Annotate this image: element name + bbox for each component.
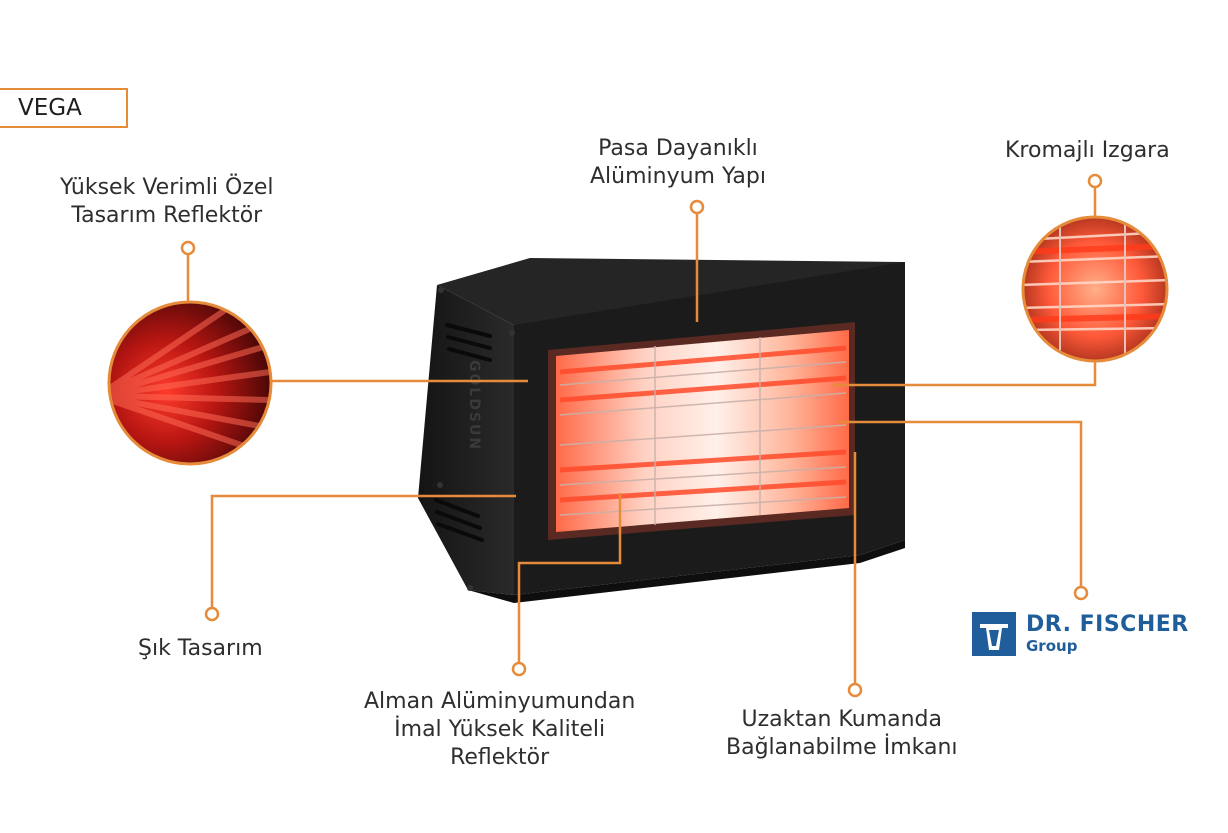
reflector-zoom-circle [107, 300, 273, 466]
model-name: VEGA [18, 95, 82, 121]
callout-dot-german [511, 661, 527, 677]
side-vents [434, 323, 492, 542]
callout-line-design [210, 494, 516, 608]
heater-bottom-edge [468, 540, 905, 603]
heater-window [556, 330, 849, 532]
callout-dot-reflector [180, 240, 196, 256]
screw [437, 482, 443, 488]
chrome-grille [559, 337, 847, 525]
label-design: Şık Tasarım [138, 636, 263, 661]
label-german-reflector: Alman Alüminyumundan İmal Yüksek Kalitel… [364, 689, 636, 770]
screw [467, 585, 473, 591]
logo-sub: Group [1026, 637, 1078, 655]
callout-dot-design [204, 606, 220, 622]
label-remote: Uzaktan Kumanda Bağlanabilme İmkanı [726, 707, 958, 760]
callout-dot-frame [689, 199, 705, 215]
callout-dot-grille [1087, 173, 1103, 189]
screw [509, 330, 515, 336]
callout-lines [186, 184, 1097, 685]
dr-fischer-logo: DR. FISCHER Group [972, 612, 1189, 656]
callout-dot-remote [847, 682, 863, 698]
heating-tubes [559, 345, 847, 503]
label-grille: Kromajlı Izgara [1005, 138, 1170, 163]
callout-dots [180, 173, 1103, 698]
dr-fischer-logo-icon [972, 612, 1016, 656]
label-reflector: Yüksek Verimli Özel Tasarım Reflektör [60, 175, 274, 228]
label-frame: Pasa Dayanıklı Alüminyum Yapı [590, 136, 766, 189]
callout-line-logo [838, 420, 1083, 588]
model-badge: VEGA [0, 88, 128, 128]
heater-side [418, 285, 514, 595]
callout-line-grille-link [833, 361, 1097, 387]
screw [438, 287, 444, 293]
side-brand-text: GOLDSUN [466, 360, 482, 451]
heater: GOLDSUN [418, 258, 905, 603]
callout-dot-logo [1073, 585, 1089, 601]
callout-line-german [517, 493, 622, 664]
logo-name: DR. FISCHER [1026, 612, 1189, 637]
grille-zoom-circle [1021, 215, 1169, 363]
